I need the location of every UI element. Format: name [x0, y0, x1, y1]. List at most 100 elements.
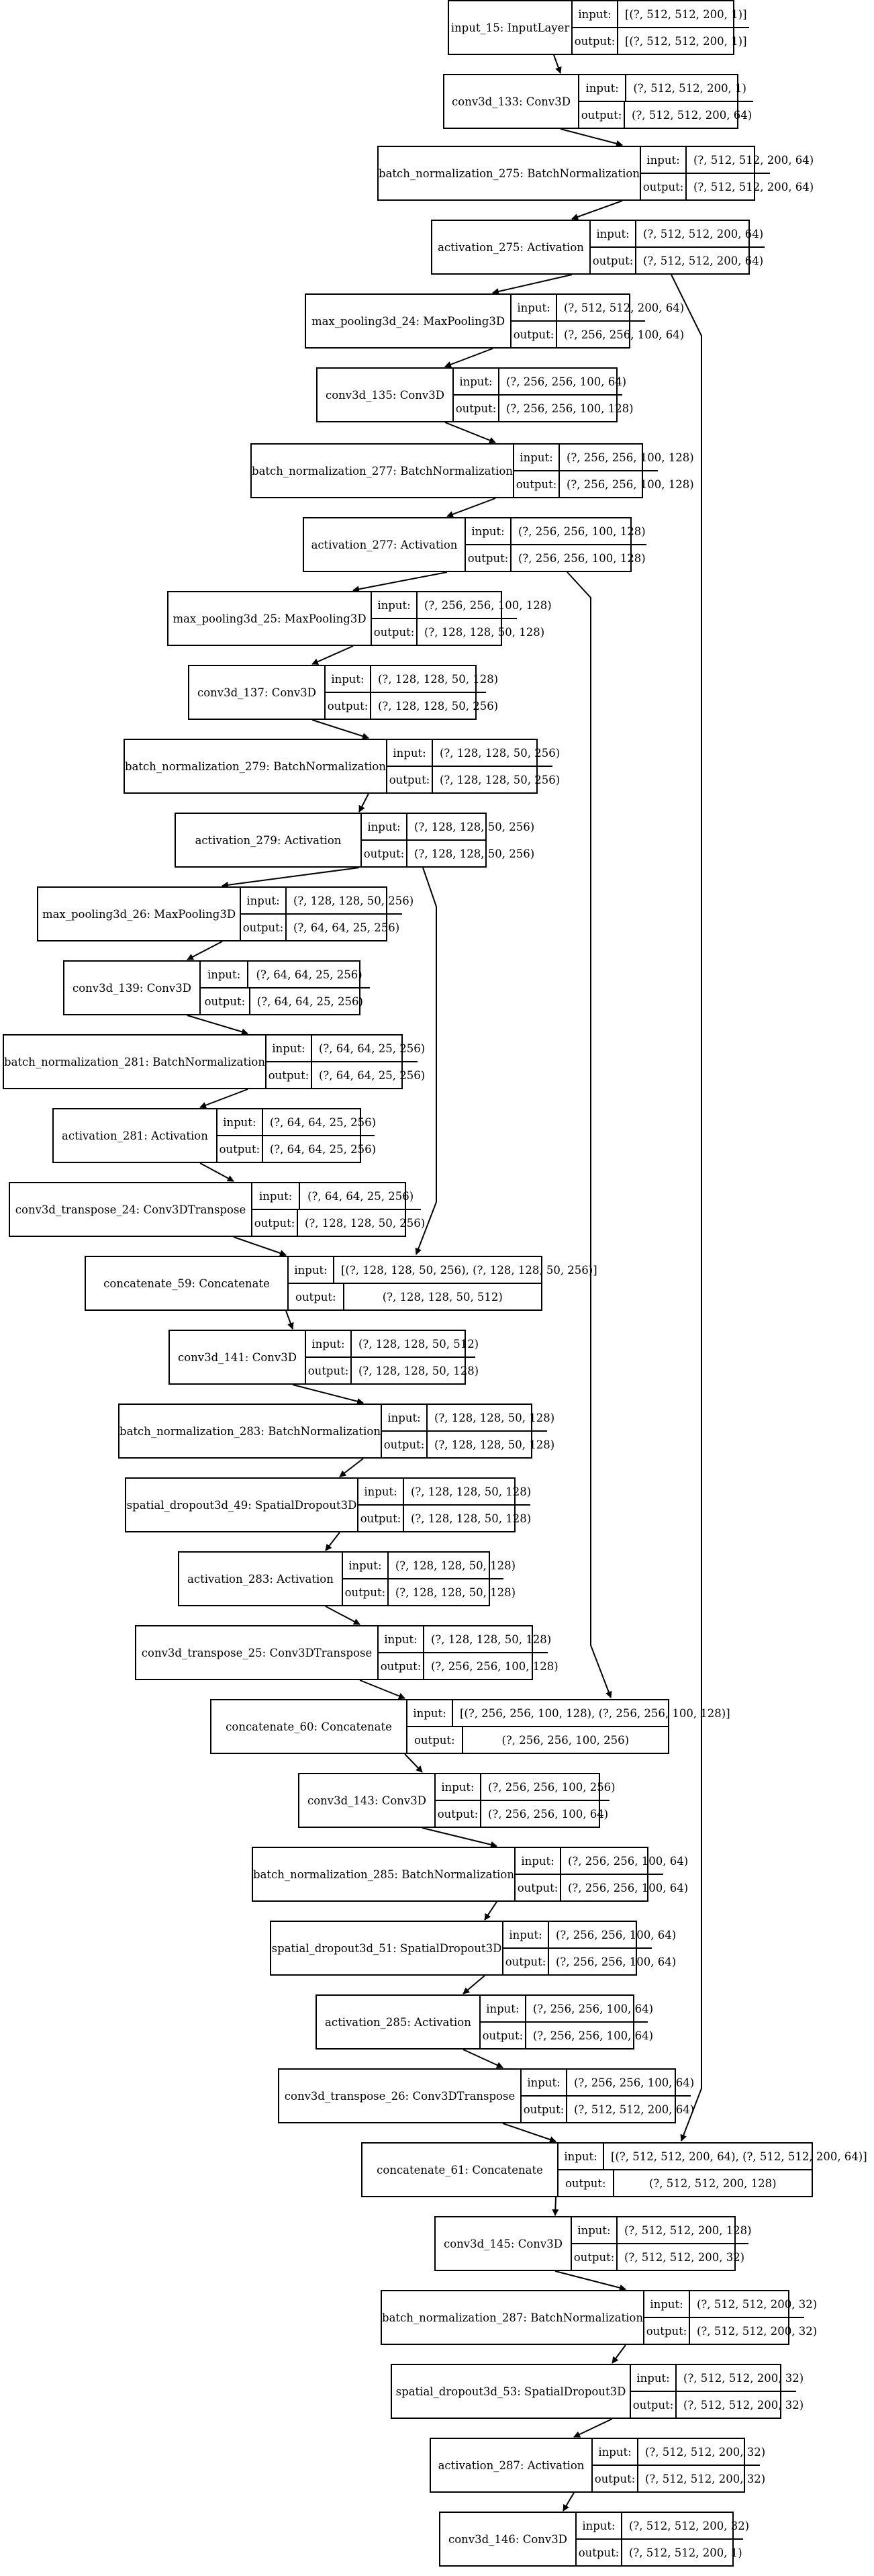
layer-name: conv3d_transpose_24: Conv3DTranspose: [10, 1183, 252, 1236]
layer-io-table: input:(?, 128, 128, 50, 128)output:(?, 1…: [382, 1405, 554, 1457]
layer-name: conv3d_133: Conv3D: [444, 75, 579, 128]
input-key: input:: [593, 2439, 638, 2465]
layer-io-table: input:(?, 128, 128, 50, 128)output:(?, 1…: [325, 666, 498, 719]
output-shape: (?, 512, 512, 200, 64): [693, 180, 814, 193]
layer-node-bn-277: batch_normalization_277: BatchNormalizat…: [250, 443, 694, 498]
input-row: input:(?, 256, 256, 100, 64): [454, 369, 626, 394]
input-shape: (?, 256, 256, 100, 128): [567, 451, 694, 464]
input-key: input:: [362, 814, 407, 839]
output-shape: (?, 128, 128, 50, 256): [377, 699, 499, 712]
output-shape: (?, 128, 128, 50, 128): [411, 1512, 532, 1525]
input-row: input:(?, 128, 128, 50, 128): [382, 1405, 554, 1430]
input-key: input:: [466, 518, 512, 544]
layer-io-table: input:(?, 512, 512, 200, 64)output: (?, 5…: [641, 147, 814, 199]
input-shape: (?, 64, 64, 25, 256): [256, 968, 362, 981]
input-key: input:: [641, 147, 687, 173]
edge-conv3d-139-to-bn-281: [187, 1015, 248, 1036]
input-key: input:: [512, 295, 557, 320]
layer-io-table: input:(?, 256, 256, 100, 256)output:(?, …: [435, 1774, 616, 1827]
layer-name: activation_283: Activation: [179, 1553, 343, 1605]
output-shape: (?, 256, 256, 100, 64): [487, 1807, 609, 1821]
output-key: output:: [514, 471, 560, 497]
output-key: output:: [559, 2170, 614, 2196]
input-row: input: [(?, 512, 512, 200, 1)]: [573, 1, 749, 27]
output-row: output:(?, 512, 512, 200, 1): [576, 2538, 743, 2565]
output-shape: (?, 256, 256, 100, 64): [532, 2029, 654, 2042]
input-shape: (?, 512, 512, 200, 32): [645, 2445, 766, 2458]
layer-node-bn-285: batch_normalization_285: BatchNormalizat…: [252, 1847, 688, 1902]
output-key: output:: [579, 102, 625, 128]
layer-io-table: input:(?, 128, 128, 50, 128)output:(?, 1…: [342, 1553, 516, 1605]
input-row: input:[(?, 256, 256, 100, 128), (?, 256,…: [407, 1700, 730, 1726]
edge-conv3d-141-to-bn-283: [292, 1384, 364, 1405]
output-row: output:(?, 256, 256, 100, 64): [503, 1947, 676, 1974]
output-key: output:: [454, 396, 499, 421]
output-shape: (?, 128, 128, 50, 128): [424, 625, 545, 639]
input-row: input:(?, 512, 512, 200, 64): [641, 147, 814, 173]
layer-io-table: input:(?, 128, 128, 50, 256)output:(?, 1…: [387, 740, 560, 792]
input-row: input:(?, 128, 128, 50, 256): [387, 740, 560, 766]
edge-act-275-to-mp-24: [492, 274, 573, 295]
edge-sd-53-to-act-287: [573, 2418, 613, 2438]
output-key: output:: [641, 174, 687, 199]
edge-sd-51-to-act-285: [463, 1975, 485, 1994]
input-shape: (?, 128, 128, 50, 256): [414, 820, 535, 833]
output-key: output:: [326, 693, 371, 719]
output-row: output:(?, 512, 512, 200, 32): [644, 2317, 817, 2344]
input-key: input:: [358, 1479, 404, 1504]
output-key: output:: [512, 322, 557, 347]
output-key: output:: [358, 1506, 404, 1531]
output-row: output: (?, 512, 512, 200, 64): [641, 173, 814, 199]
output-shape: (?, 256, 256, 100, 64): [564, 328, 685, 341]
edges-layer: [187, 54, 702, 2512]
edge-cat-59-to-conv3d-141: [285, 1310, 294, 1330]
output-key: output:: [466, 545, 512, 571]
input-shape: [(?, 512, 512, 200, 1)]: [625, 7, 747, 21]
input-key: input:: [201, 962, 249, 987]
input-shape: (?, 512, 512, 200, 1): [633, 81, 746, 95]
input-shape: (?, 512, 512, 200, 32): [683, 2371, 804, 2385]
input-key: input:: [436, 1774, 481, 1800]
input-row: input:(?, 256, 256, 100, 128): [372, 592, 552, 618]
input-shape: [(?, 128, 128, 50, 256), (?, 128, 128, 5…: [341, 1263, 597, 1277]
input-shape: (?, 128, 128, 50, 256): [293, 894, 414, 907]
output-shape: (?, 64, 64, 25, 256): [256, 995, 363, 1008]
layer-name: conv3d_transpose_26: Conv3DTranspose: [279, 2070, 522, 2122]
edge-mp-25-to-conv3d-137: [311, 645, 354, 665]
output-row: output:(?, 256, 256, 100, 128): [453, 394, 634, 421]
output-key: output:: [572, 2244, 618, 2270]
layer-io-table: input:(?, 512, 512, 200, 32)output:(?, 5…: [631, 2365, 804, 2418]
input-shape: (?, 256, 256, 100, 64): [532, 2002, 654, 2015]
output-shape: (?, 256, 256, 100, 128): [567, 477, 694, 491]
output-key: output:: [306, 1358, 352, 1383]
layer-io-table: input:[(?, 512, 512, 200, 1)]output:[(?,…: [573, 1, 749, 54]
input-row: input:[(?, 512, 512, 200, 64), (?, 512, …: [559, 2144, 867, 2169]
input-key: input:: [573, 1, 618, 27]
edge-cat-61-to-conv3d-145: [552, 2197, 559, 2216]
layer-node-bn-283: batch_normalization_283: BatchNormalizat…: [118, 1404, 554, 1459]
output-shape: (?, 512, 512, 200, 32): [683, 2398, 804, 2411]
output-shape: (?, 512, 512, 200, 1): [628, 2546, 742, 2559]
layer-io-table: input:(?, 128, 128, 50, 512)output:(?, 1…: [305, 1331, 479, 1383]
edge-act-279-to-mp-26: [222, 867, 360, 888]
output-shape: (?, 128, 128, 50, 256): [440, 773, 561, 786]
output-key: output:: [343, 1579, 389, 1605]
output-row: output:(?, 256, 256, 100, 256): [407, 1726, 668, 1753]
input-key: input:: [306, 1331, 352, 1356]
input-row: input: (?, 64, 64, 25, 256): [201, 962, 370, 987]
input-row: input:(?, 512, 512, 200, 1): [579, 75, 753, 101]
output-row: output:(?, 128, 128, 50, 128): [342, 1578, 516, 1605]
output-row: output: (?, 128, 128, 50, 256): [325, 692, 498, 719]
output-key: output:: [593, 2466, 638, 2491]
input-row: input:(?, 256, 256, 100, 64): [516, 1848, 688, 1874]
edge-bn-283-to-sd-49: [339, 1458, 364, 1477]
